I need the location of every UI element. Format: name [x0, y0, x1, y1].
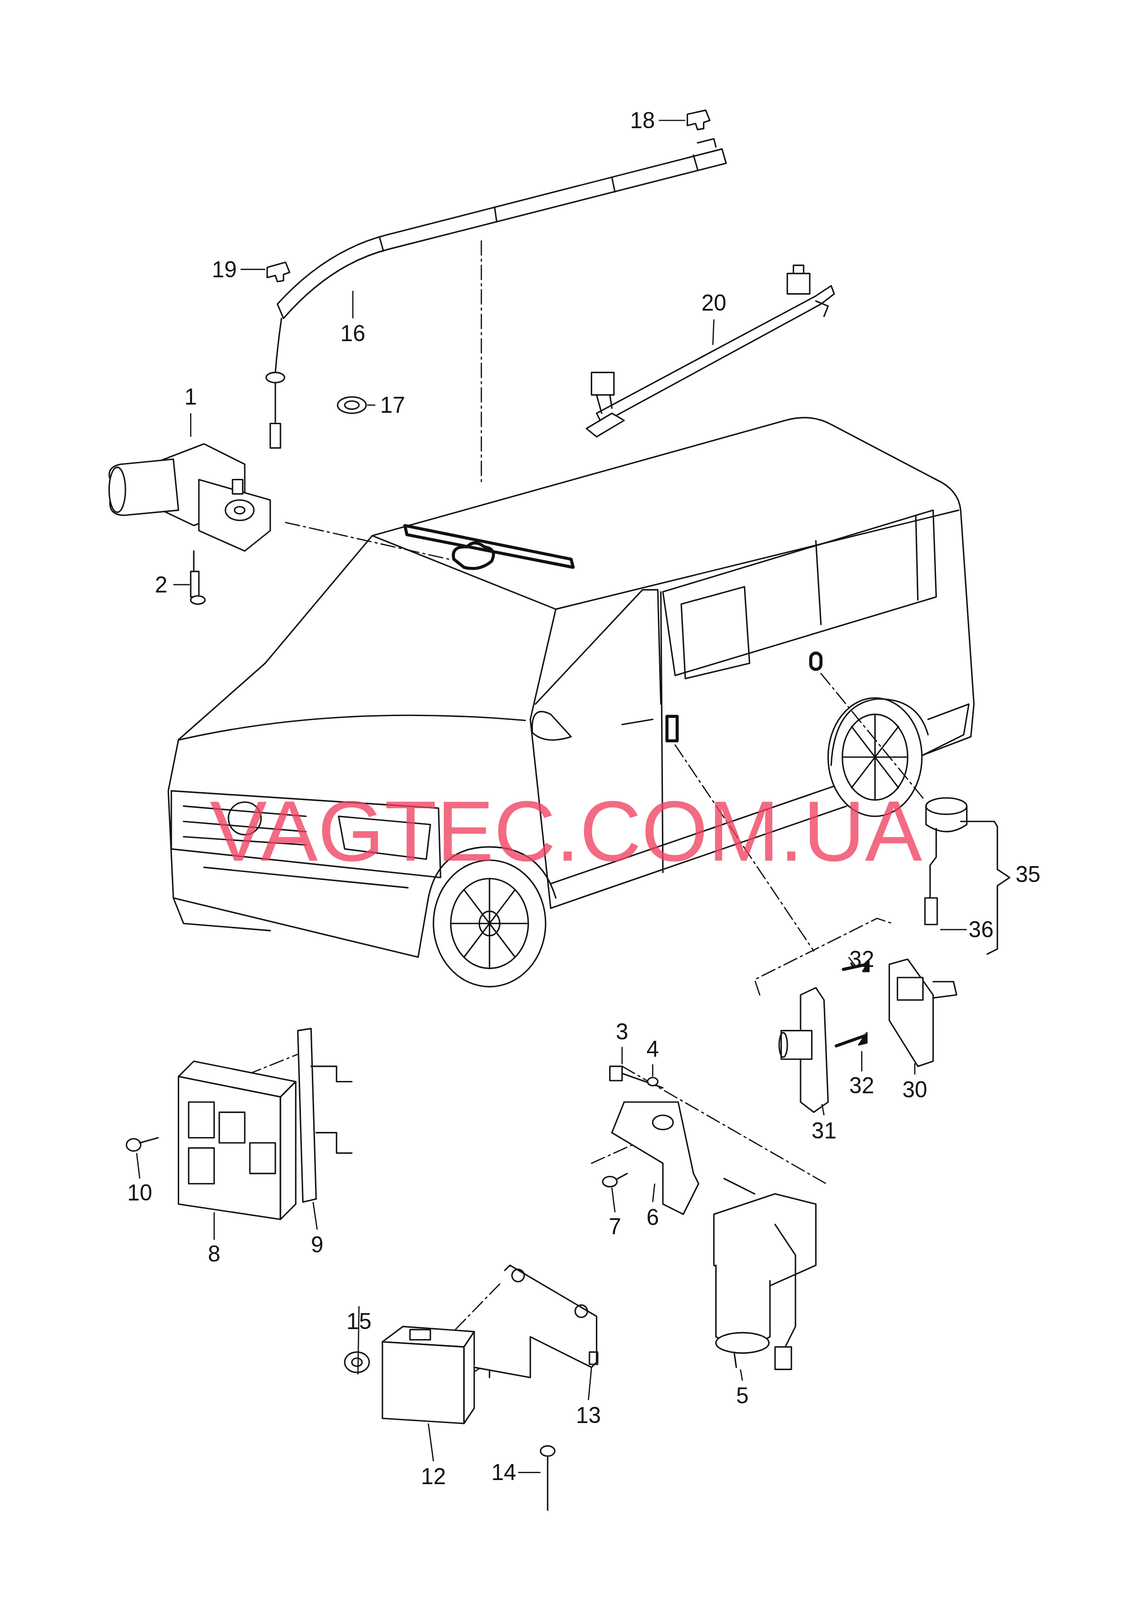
callout-number: 10 [127, 1180, 153, 1204]
callout-number: 9 [310, 1232, 324, 1256]
callout-number: 8 [207, 1242, 221, 1265]
callout-number: 36 [968, 917, 994, 941]
callout-number: 13 [575, 1403, 601, 1426]
callout-number: 15 [346, 1309, 372, 1332]
callout-number: 35 [1015, 862, 1041, 885]
callout-number: 6 [646, 1205, 659, 1228]
callout-number: 12 [420, 1464, 446, 1487]
callout-number: 2 [155, 573, 168, 596]
callout-number: 32 [849, 1073, 875, 1096]
callout-number: 7 [608, 1214, 621, 1237]
callout-number: 19 [211, 258, 238, 281]
callout-number: 4 [646, 1037, 659, 1060]
callout-number: 1 [184, 385, 197, 409]
callout-number: 30 [902, 1077, 928, 1101]
callout-number: 20 [701, 291, 727, 315]
callout-number: 5 [736, 1384, 749, 1407]
callout-number: 31 [811, 1118, 837, 1142]
callout-number: 14 [491, 1460, 517, 1483]
watermark: VAGTEC.COM.UA [209, 788, 922, 874]
callout-number: 18 [630, 108, 656, 132]
callout-number: 16 [340, 322, 366, 345]
callout-number: 32 [849, 947, 875, 970]
callout-number: 3 [615, 1019, 629, 1043]
callout-number: 17 [380, 393, 406, 416]
